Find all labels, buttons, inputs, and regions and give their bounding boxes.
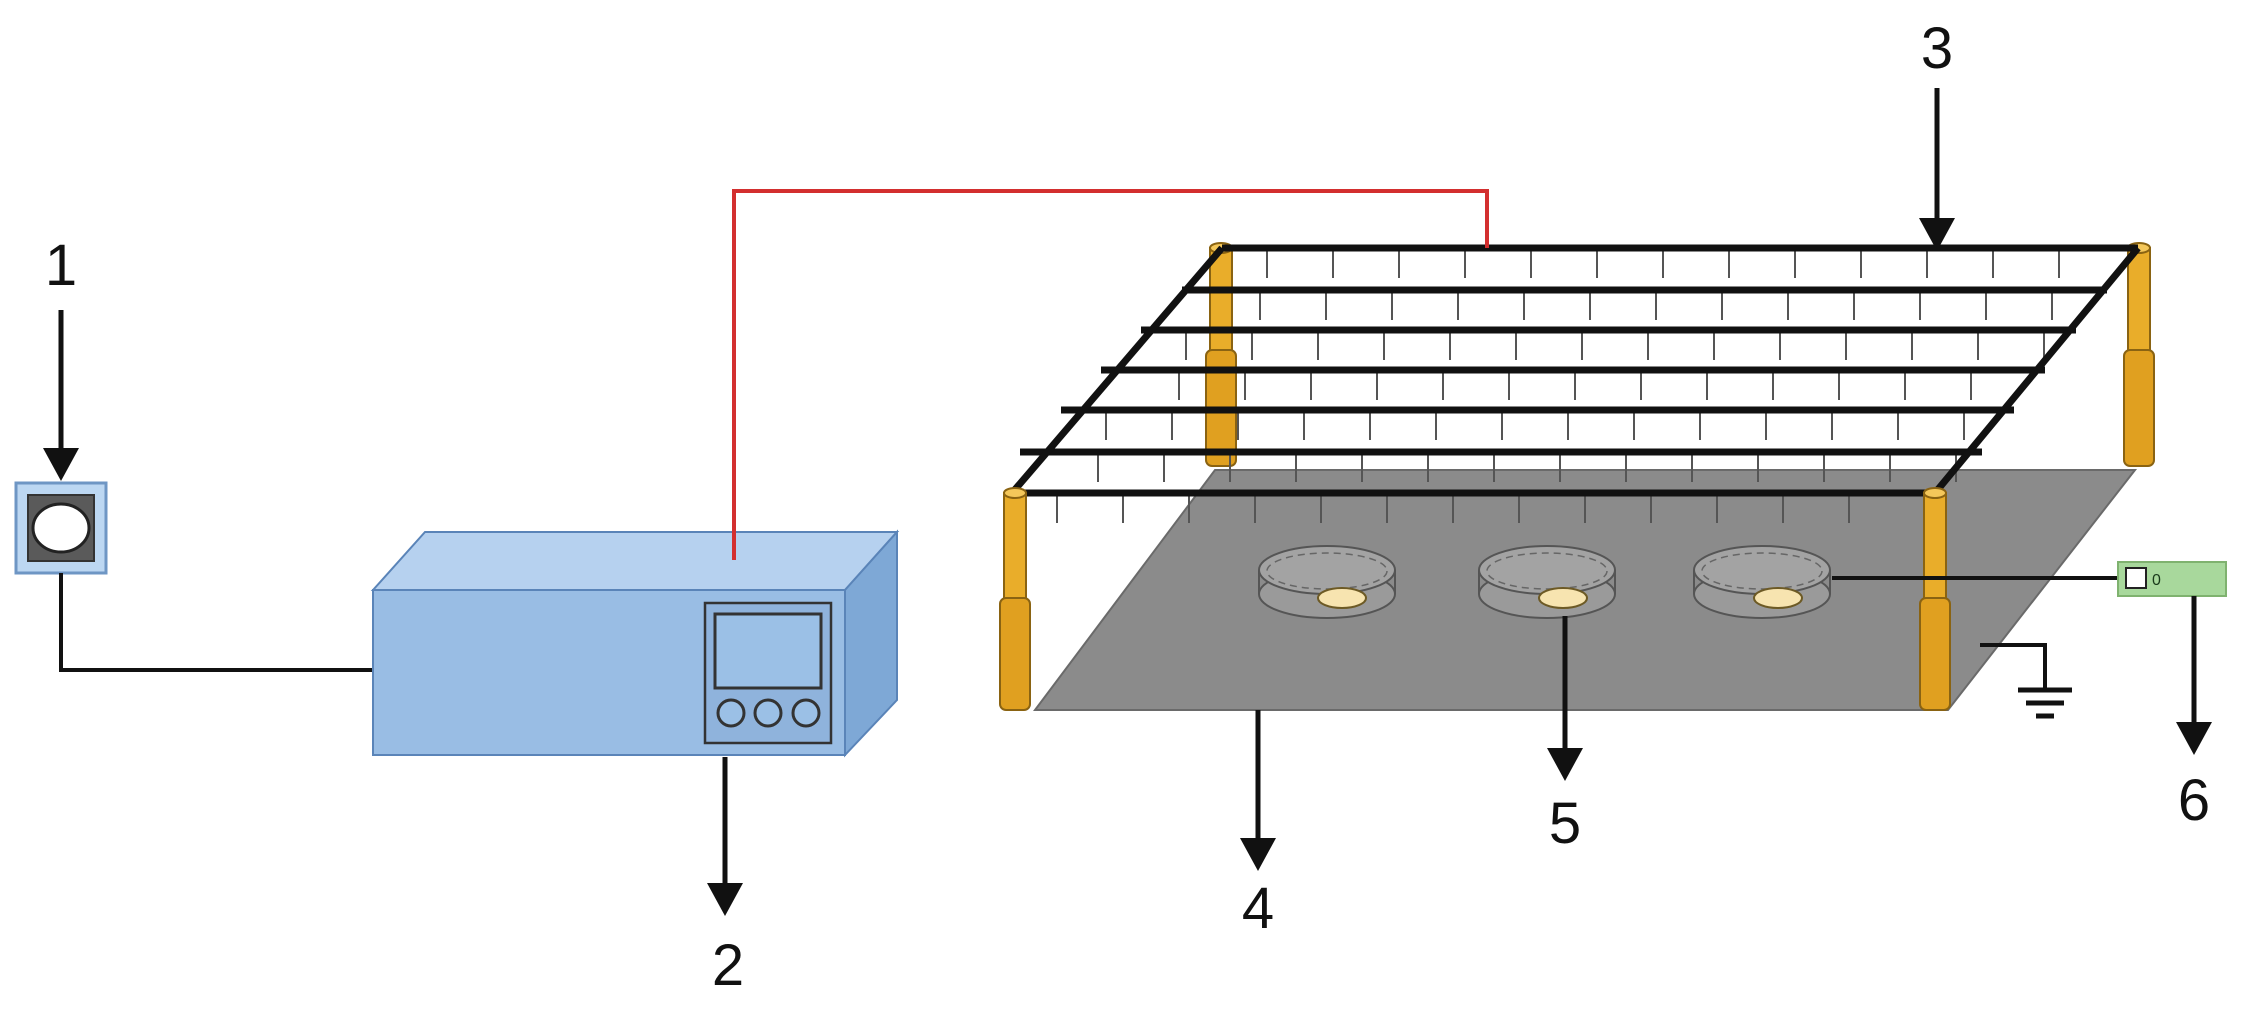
sample-specimen bbox=[1538, 587, 1588, 609]
pendant-wires bbox=[1056, 248, 2060, 523]
sample-dish-3 bbox=[1693, 545, 1831, 619]
ammeter-icon: 0 bbox=[2117, 561, 2227, 597]
insulator-post-back-right bbox=[2123, 242, 2155, 467]
insulator-post-back-left bbox=[1205, 242, 1237, 467]
callout-arrow-4 bbox=[1240, 710, 1276, 871]
control-knob bbox=[753, 698, 783, 728]
callout-label-6: 6 bbox=[2178, 768, 2210, 833]
ground-connection bbox=[1980, 643, 2072, 719]
control-knob bbox=[791, 698, 821, 728]
grid-frame-left bbox=[1009, 245, 1225, 496]
callout-arrow-5 bbox=[1547, 616, 1583, 781]
callout-label-2: 2 bbox=[712, 933, 744, 998]
control-panel bbox=[703, 601, 833, 745]
sample-dish-1 bbox=[1258, 545, 1396, 619]
sample-specimen bbox=[1317, 587, 1367, 609]
callout-arrows bbox=[43, 88, 2212, 916]
callout-arrow-1 bbox=[43, 310, 79, 481]
insulator-post-front-right bbox=[1919, 487, 1951, 711]
display-screen bbox=[713, 612, 823, 690]
callout-arrow-6 bbox=[2176, 596, 2212, 755]
insulator-post-front-left bbox=[999, 487, 1031, 711]
callout-arrow-3 bbox=[1919, 88, 1955, 251]
high-voltage-wire bbox=[732, 189, 1489, 560]
ground-symbol-icon bbox=[2018, 687, 2072, 719]
sample-specimen bbox=[1753, 587, 1803, 609]
callout-label-3: 3 bbox=[1921, 16, 1953, 81]
high-voltage-power-supply bbox=[370, 529, 900, 758]
power-socket-icon bbox=[14, 481, 108, 575]
sample-dish-2 bbox=[1478, 545, 1616, 619]
ammeter-connection: 0 bbox=[1832, 561, 2227, 597]
power-cord bbox=[59, 573, 378, 672]
callout-label-1: 1 bbox=[45, 233, 77, 298]
callout-arrow-2 bbox=[707, 757, 743, 916]
wire-grid-electrode bbox=[1009, 244, 2141, 523]
control-knob bbox=[716, 698, 746, 728]
ammeter-reading: 0 bbox=[2152, 572, 2161, 589]
callout-label-4: 4 bbox=[1242, 876, 1274, 941]
callout-label-5: 5 bbox=[1549, 791, 1581, 856]
grid-frame-right bbox=[1932, 245, 2141, 496]
